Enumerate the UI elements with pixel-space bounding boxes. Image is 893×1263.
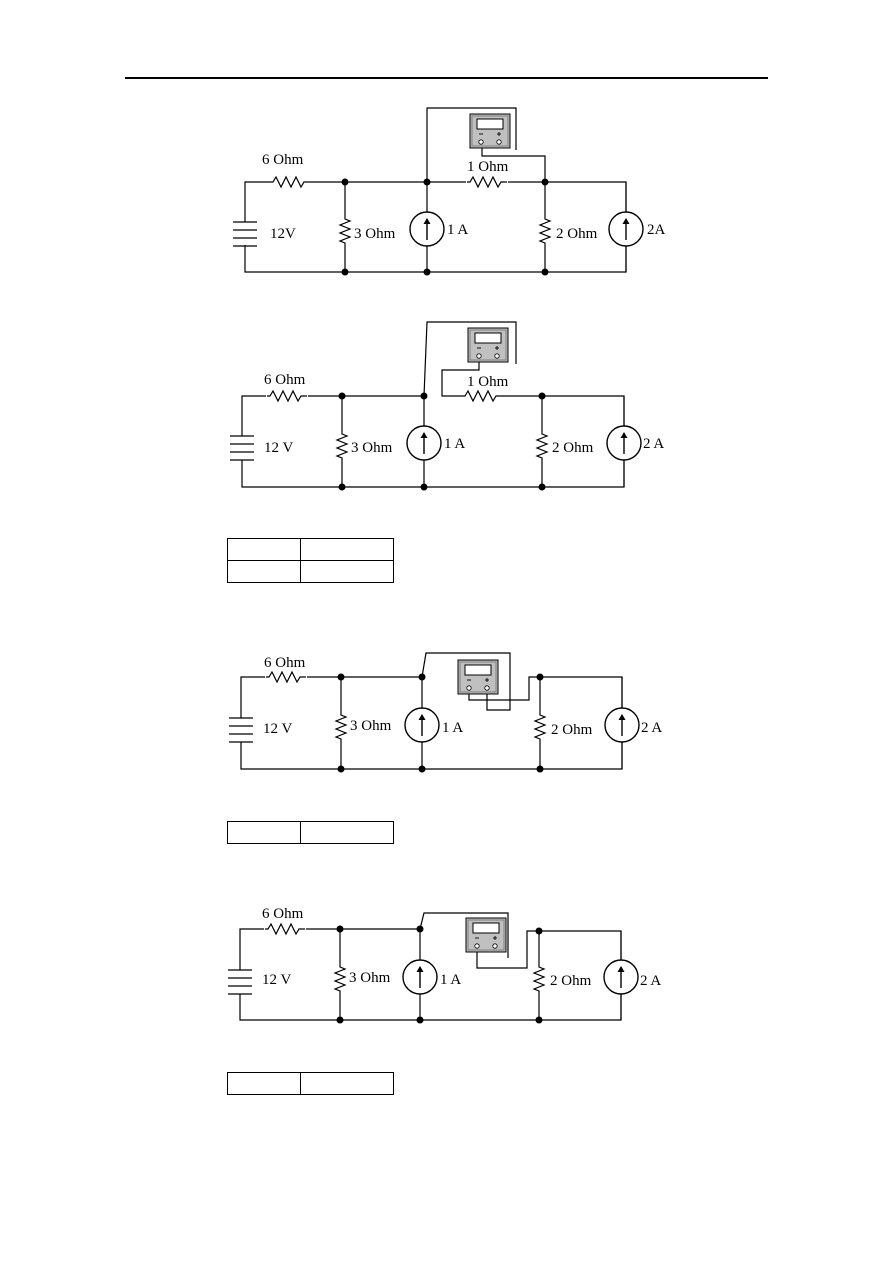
current-source-icon: [404, 707, 440, 743]
resistor-icon: [339, 215, 351, 245]
reading-table-2: [227, 821, 394, 844]
i-src1-label: 1 A: [444, 436, 465, 452]
resistor-icon: [336, 430, 348, 460]
i-src1-label: 1 A: [447, 222, 468, 238]
reading-table-1: [227, 538, 394, 583]
junction-dots: [337, 673, 544, 773]
resistor-icon: [269, 176, 311, 188]
r-series-label: 6 Ohm: [264, 655, 306, 671]
current-source-icon: [406, 425, 442, 461]
r-load-label: 2 Ohm: [550, 973, 592, 989]
resistor-icon: [265, 671, 307, 683]
r-load-label: 2 Ohm: [551, 722, 593, 738]
reading-cell[interactable]: [227, 821, 301, 844]
i-src1-label: 1 A: [440, 972, 461, 988]
current-source-icon: [409, 211, 445, 247]
i-src2-label: 2A: [647, 222, 666, 238]
reading-cell[interactable]: [227, 1072, 301, 1095]
junction-dots: [336, 925, 543, 1024]
resistor-icon: [533, 963, 545, 993]
r-load-label: 2 Ohm: [552, 440, 594, 456]
source-v-label: 12 V: [263, 721, 292, 737]
r-shunt-label: 3 Ohm: [350, 718, 392, 734]
r-series-label: 6 Ohm: [262, 152, 304, 168]
circuit-3: [240, 652, 623, 770]
i-src1-label: 1 A: [442, 720, 463, 736]
r-series-label: 6 Ohm: [262, 906, 304, 922]
source-v-label: 12V: [270, 226, 296, 242]
r-shunt-label: 3 Ohm: [354, 226, 396, 242]
multimeter-icon[interactable]: [467, 327, 509, 363]
battery-icon: [229, 435, 255, 461]
resistor-icon: [466, 176, 508, 188]
multimeter-icon[interactable]: [457, 659, 499, 695]
r-bridge-label: 1 Ohm: [467, 159, 509, 175]
reading-cell[interactable]: [227, 538, 301, 561]
resistor-icon: [536, 430, 548, 460]
resistor-icon: [266, 390, 308, 402]
circuit-2: [241, 321, 625, 488]
current-source-icon: [604, 707, 640, 743]
current-source-icon: [608, 211, 644, 247]
reading-cell[interactable]: [300, 821, 394, 844]
header-rule: [125, 77, 768, 79]
r-shunt-label: 3 Ohm: [351, 440, 393, 456]
circuit-1: [244, 107, 627, 273]
r-shunt-label: 3 Ohm: [349, 970, 391, 986]
battery-icon: [232, 221, 258, 247]
r-load-label: 2 Ohm: [556, 226, 598, 242]
reading-cell[interactable]: [300, 1072, 394, 1095]
r-series-label: 6 Ohm: [264, 372, 306, 388]
resistor-icon: [539, 215, 551, 245]
resistor-icon: [461, 390, 503, 402]
i-src2-label: 2 A: [640, 973, 661, 989]
current-source-icon: [606, 425, 642, 461]
battery-icon: [228, 717, 254, 743]
i-src2-label: 2 A: [641, 720, 662, 736]
reading-cell[interactable]: [300, 538, 394, 561]
resistor-icon: [335, 711, 347, 741]
i-src2-label: 2 A: [643, 436, 664, 452]
resistor-icon: [534, 711, 546, 741]
reading-table-3: [227, 1072, 394, 1095]
r-bridge-label: 1 Ohm: [467, 374, 509, 390]
circuit-4: [239, 912, 622, 1021]
reading-cell[interactable]: [227, 560, 301, 583]
reading-cell[interactable]: [300, 560, 394, 583]
current-source-icon: [402, 959, 438, 995]
junction-dots: [338, 392, 546, 491]
current-source-icon: [603, 959, 639, 995]
battery-icon: [227, 969, 253, 995]
source-v-label: 12 V: [262, 972, 291, 988]
source-v-label: 12 V: [264, 440, 293, 456]
multimeter-icon[interactable]: [469, 113, 511, 149]
resistor-icon: [264, 923, 306, 935]
multimeter-icon[interactable]: [465, 917, 507, 953]
junction-dots: [341, 178, 549, 276]
resistor-icon: [334, 963, 346, 993]
